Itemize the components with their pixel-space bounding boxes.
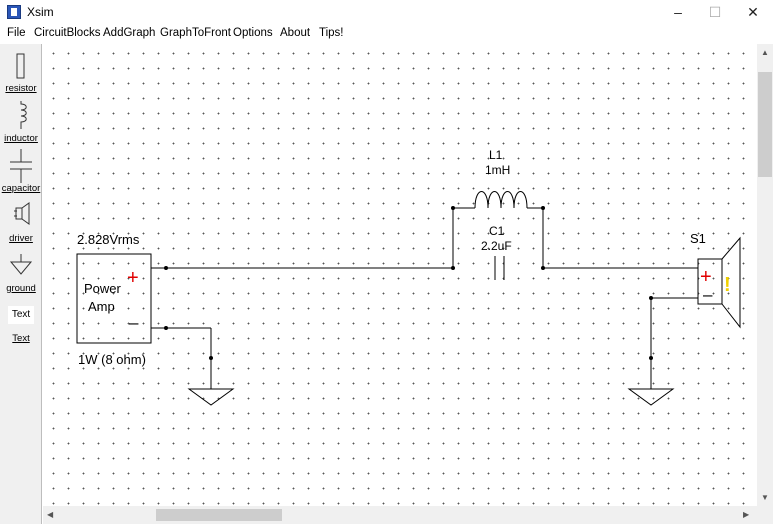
menu-about[interactable]: About: [280, 27, 311, 39]
inductor-value-label: 1mH: [485, 163, 510, 177]
palette-capacitor[interactable]: capacitor: [1, 183, 41, 194]
schematic-diagram: 2.828Vrms Power Amp + – 1W (8 ohm) L1 1m…: [76, 148, 741, 406]
ground-symbol-left[interactable]: [187, 388, 235, 406]
speaker-plus-terminal: +: [700, 266, 712, 288]
capacitor-value-label: 2.2uF: [481, 239, 512, 253]
menu-file[interactable]: File: [7, 27, 26, 39]
node-dot: [649, 356, 653, 360]
minimize-button[interactable]: –: [674, 4, 682, 20]
scroll-down-icon[interactable]: ▼: [761, 493, 769, 502]
source-voltage-label: 2.828Vrms: [77, 232, 140, 247]
menu-addgraph[interactable]: AddGraph: [103, 27, 156, 39]
scroll-left-icon[interactable]: ◀: [47, 510, 54, 519]
scroll-corner: [757, 506, 773, 524]
app-icon: [7, 5, 21, 19]
capacitor-icon[interactable]: [0, 148, 42, 184]
node-dot: [541, 206, 545, 210]
speaker-s1-cone[interactable]: [721, 236, 741, 329]
resistor-icon[interactable]: [0, 52, 42, 80]
driver-icon[interactable]: [0, 202, 42, 226]
text-tool-button[interactable]: Text: [8, 306, 34, 324]
ground-symbol-right[interactable]: [627, 388, 675, 406]
node-dot: [451, 206, 455, 210]
node-dot: [541, 266, 545, 270]
speaker-name-label: S1: [690, 231, 706, 246]
window-title: Xsim: [27, 5, 54, 19]
scroll-right-icon[interactable]: ▶: [743, 510, 750, 519]
ground-icon[interactable]: [0, 253, 42, 277]
menu-options[interactable]: Options: [233, 27, 273, 39]
horizontal-scrollbar[interactable]: ◀ ▶: [43, 506, 757, 524]
node-dot: [164, 266, 168, 270]
inductor-name-label: L1: [489, 148, 503, 162]
menu-graphtofront[interactable]: GraphToFront: [160, 27, 231, 39]
palette-text[interactable]: Text: [12, 333, 30, 344]
palette-ground[interactable]: ground: [6, 283, 36, 294]
horizontal-scroll-thumb[interactable]: [156, 509, 282, 521]
palette-resistor[interactable]: resistor: [5, 83, 37, 94]
node-dot: [164, 326, 168, 330]
vertical-scrollbar[interactable]: ▲ ▼: [757, 44, 773, 506]
capacitor-name-label: C1: [489, 224, 505, 238]
scroll-up-icon[interactable]: ▲: [761, 48, 769, 57]
speaker-warning-icon: !: [724, 274, 731, 296]
component-palette: resistor inductor capacitor driver groun…: [0, 44, 42, 524]
close-button[interactable]: ✕: [747, 4, 759, 20]
node-dot: [451, 266, 455, 270]
node-dot: [209, 356, 213, 360]
speaker-minus-terminal: –: [703, 285, 713, 304]
menu-bar: File CircuitBlocks AddGraph GraphToFront…: [0, 25, 773, 44]
inductor-icon[interactable]: [0, 99, 42, 131]
inductor-l1[interactable]: [474, 191, 528, 209]
amp-plus-terminal: +: [127, 267, 139, 289]
speaker-s1-body[interactable]: [697, 258, 723, 305]
node-dot: [649, 296, 653, 300]
power-amp-block[interactable]: [76, 253, 152, 344]
menu-tips[interactable]: Tips!: [319, 27, 344, 39]
maximize-button[interactable]: ☐: [708, 4, 722, 20]
amp-minus-terminal: –: [129, 313, 139, 332]
menu-circuitblocks[interactable]: CircuitBlocks: [34, 27, 101, 39]
title-bar: Xsim – ☐ ✕: [0, 0, 773, 25]
amp-label-line2: Amp: [88, 299, 115, 314]
amp-rating-label: 1W (8 ohm): [78, 352, 146, 367]
palette-driver[interactable]: driver: [9, 233, 33, 244]
vertical-scroll-thumb[interactable]: [758, 72, 772, 177]
schematic-canvas[interactable]: 2.828Vrms Power Amp + – 1W (8 ohm) L1 1m…: [43, 44, 757, 506]
palette-inductor[interactable]: inductor: [4, 133, 38, 144]
amp-label-line1: Power: [84, 281, 122, 296]
